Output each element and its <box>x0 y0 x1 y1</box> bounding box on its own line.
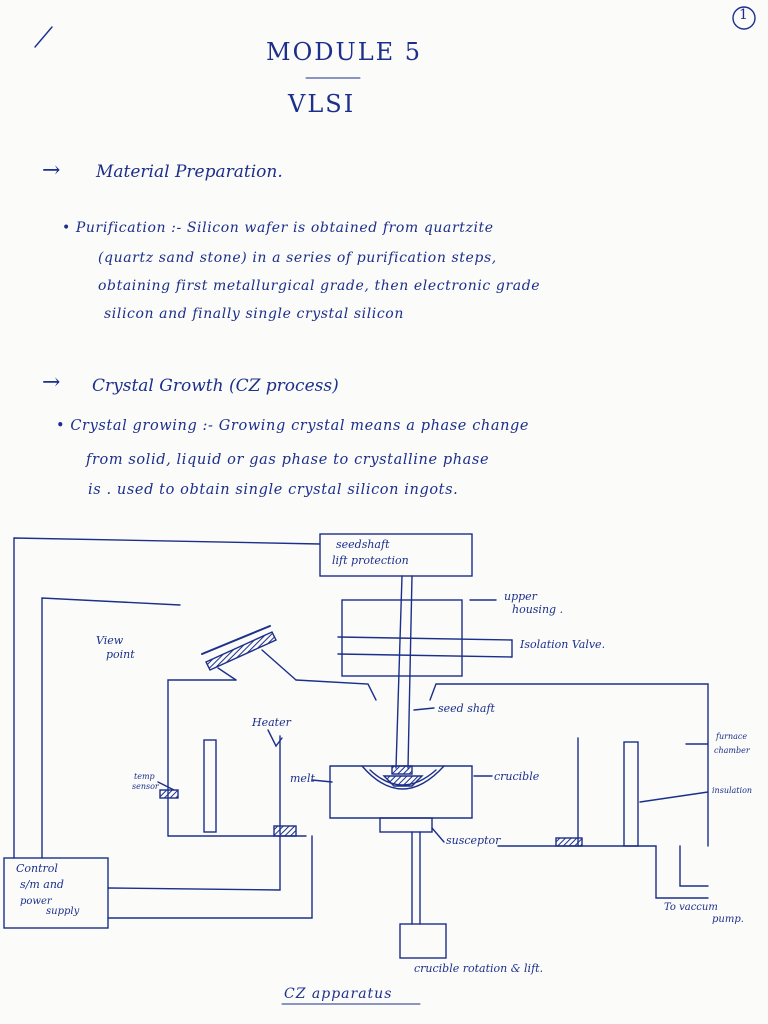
seed-shaft-arrow <box>413 707 435 711</box>
label-vacuum-2: pump. <box>712 914 744 925</box>
furnace-roof-left <box>295 679 377 701</box>
heater-base-block <box>273 825 297 837</box>
furnace-left-wall <box>167 679 237 837</box>
label-lift-protection: lift protection <box>332 554 409 567</box>
label-susceptor: susceptor <box>446 834 501 847</box>
right-base-block <box>555 837 583 847</box>
crucible-bowl <box>361 765 445 790</box>
vacuum-line-outer <box>497 845 709 899</box>
view-port-window <box>205 631 277 671</box>
page-subtitle: VLSI <box>288 90 356 118</box>
control-wire-sensor <box>107 835 313 919</box>
isolation-valve-top <box>337 636 513 641</box>
label-crucible: crucible <box>494 770 540 783</box>
melt-pool <box>382 775 424 787</box>
label-furnace-chamber-1: furnace <box>716 732 748 741</box>
label-view-point-1: View <box>96 634 124 647</box>
temp-sensor-block <box>159 789 179 799</box>
upper-housing <box>341 599 463 677</box>
page-number-circle <box>732 6 756 30</box>
section2-line-2: from solid, liquid or gas phase to cryst… <box>86 452 490 468</box>
isolation-valve-bottom <box>337 653 513 658</box>
view-port-neck-left <box>217 667 237 681</box>
rotation-lift-motor <box>399 923 447 959</box>
furnace-roof-right <box>429 683 709 847</box>
label-control-2: s/m and <box>20 878 64 891</box>
view-port-neck-right <box>261 649 297 681</box>
label-view-point-2: point <box>106 648 135 661</box>
seed-shaft-line-1 <box>395 575 403 769</box>
control-wire-inner <box>41 597 181 859</box>
heater-right <box>623 741 639 847</box>
section1-line-2: (quartz sand stone) in a series of purif… <box>98 250 497 266</box>
label-crucible-rotation: crucible rotation & lift. <box>414 962 544 975</box>
label-control-1: Control <box>16 862 58 875</box>
label-furnace-chamber-2: chamber <box>714 746 750 755</box>
label-upper-housing-1: upper <box>504 590 537 603</box>
susceptor-block <box>379 817 433 833</box>
label-insulation: insulation <box>712 786 753 795</box>
section1-line-4: silicon and finally single crystal silic… <box>104 306 404 322</box>
control-box <box>3 857 109 929</box>
seedshaft-box <box>319 533 473 577</box>
label-isolation-valve: Isolation Valve. <box>520 638 606 651</box>
label-control-3: power <box>20 896 52 907</box>
page-number: 1 <box>739 7 748 23</box>
melt-arrow <box>311 779 333 783</box>
section1-heading: Material Preparation. <box>96 162 283 182</box>
margin-tick-mark <box>34 26 53 48</box>
section2-heading: Crystal Growth (CZ process) <box>92 376 339 396</box>
section2-line-3: is . used to obtain single crystal silic… <box>88 482 459 498</box>
label-control-4: supply <box>46 906 80 917</box>
label-melt: melt <box>290 772 315 785</box>
section1-line-3: obtaining first metallurgical grade, the… <box>98 278 541 294</box>
section2-line-1: • Crystal growing :- Growing crystal mea… <box>56 418 530 434</box>
label-temp-sensor-2: sensor <box>132 782 159 791</box>
section2-arrow: → <box>42 370 61 395</box>
label-temp-sensor-1: temp <box>134 772 155 781</box>
section1-arrow: → <box>42 158 61 183</box>
label-seed-shaft: seed shaft <box>438 702 495 715</box>
label-seedshaft: seedshaft <box>336 538 390 551</box>
control-wire-outer <box>13 537 321 859</box>
label-upper-housing-2: housing . <box>512 603 564 616</box>
label-vacuum-1: To vaccum <box>664 902 718 913</box>
heater-left <box>203 739 217 833</box>
seed-crystal <box>391 765 413 775</box>
insulation-arrow <box>639 791 709 803</box>
temp-sensor-arrow <box>157 781 175 791</box>
page-title: MODULE 5 <box>266 38 423 66</box>
vacuum-line-inner <box>679 845 709 887</box>
control-wire-heater <box>107 835 281 891</box>
crucible-outer <box>329 765 473 819</box>
view-port-glass <box>201 625 271 655</box>
seed-shaft-line-2 <box>407 575 413 769</box>
susceptor-arrow <box>431 827 445 843</box>
heater-pointer <box>267 729 283 748</box>
diagram-caption: CZ apparatus <box>284 986 393 1002</box>
section1-line-1: • Purification :- Silicon wafer is obtai… <box>62 220 494 236</box>
label-heater: Heater <box>252 716 291 729</box>
